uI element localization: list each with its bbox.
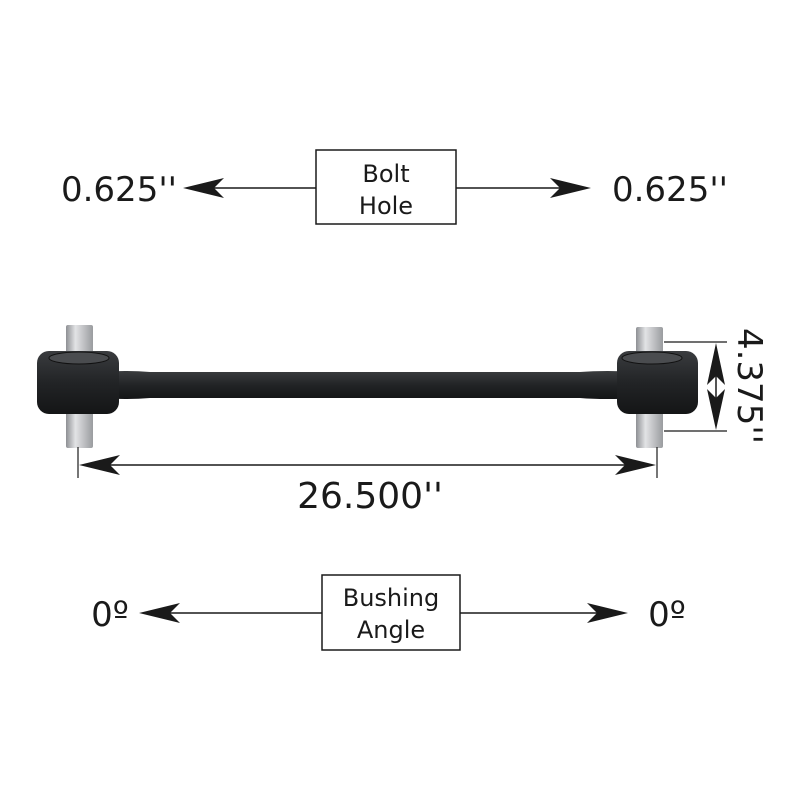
bushing-angle-section: Bushing Angle 0º 0º <box>91 574 686 651</box>
rod-shaft <box>100 371 640 399</box>
torque-rod-illustration <box>37 325 698 448</box>
right-rod-eye <box>617 351 698 414</box>
bolt-hole-right-arrowhead-icon <box>550 178 591 198</box>
bushing-angle-label-line1: Bushing <box>343 584 440 612</box>
length-left-arrowhead-icon <box>79 455 120 475</box>
left-bottom-pin <box>66 410 93 448</box>
length-dimension: 26.500'' <box>77 447 658 517</box>
left-rod-eye <box>37 351 119 414</box>
eye-width-up-arrowhead-icon <box>707 343 725 385</box>
eye-width-down-arrowhead-icon <box>707 389 725 430</box>
bolt-hole-label-line2: Hole <box>359 192 413 220</box>
bolt-hole-right-value: 0.625'' <box>612 170 728 210</box>
eye-width-value: 4.375'' <box>729 328 769 444</box>
length-value: 26.500'' <box>297 476 443 517</box>
bolt-hole-label-line1: Bolt <box>362 160 409 188</box>
right-bushing-ring <box>621 351 683 365</box>
bushing-angle-right-value: 0º <box>648 595 686 635</box>
bushing-angle-left-arrowhead-icon <box>139 603 180 623</box>
bushing-angle-left-value: 0º <box>91 595 129 635</box>
bushing-angle-box <box>321 574 461 651</box>
eye-width-dimension: 4.375'' <box>664 328 769 444</box>
right-bottom-pin <box>636 410 663 448</box>
bolt-hole-box <box>315 149 457 225</box>
length-right-arrowhead-icon <box>615 455 656 475</box>
bolt-hole-left-value: 0.625'' <box>61 170 177 210</box>
bolt-hole-left-arrowhead-icon <box>183 178 224 198</box>
left-bushing-ring <box>48 351 110 365</box>
bolt-hole-section: Bolt Hole 0.625'' 0.625'' <box>61 149 728 225</box>
bushing-angle-label-line2: Angle <box>357 616 425 644</box>
bushing-angle-right-arrowhead-icon <box>587 603 628 623</box>
